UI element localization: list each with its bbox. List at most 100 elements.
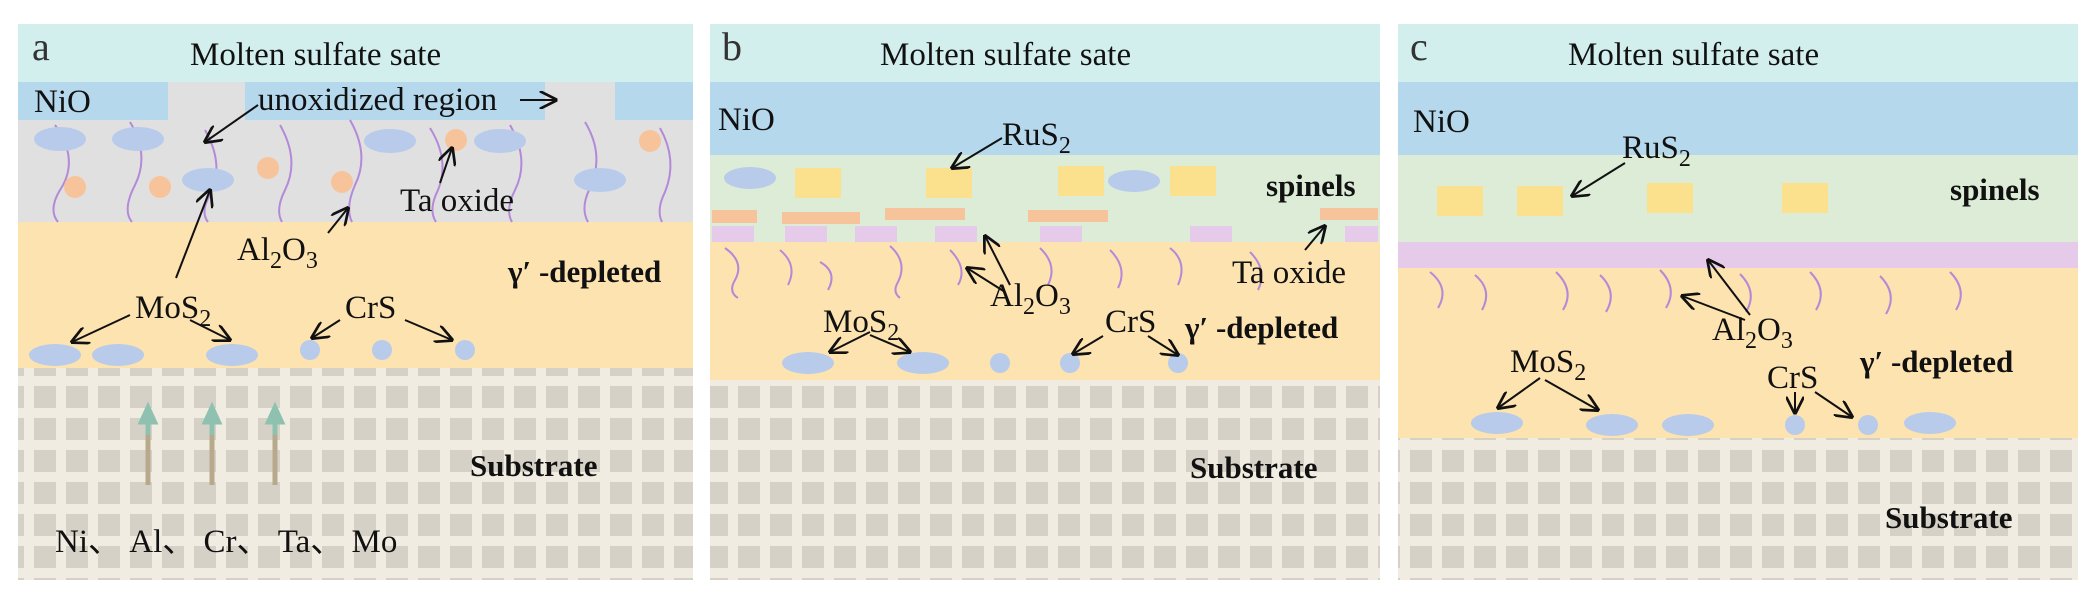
rus2-label: RuS2 xyxy=(1002,117,1071,159)
depleted-label: γ′ -depleted xyxy=(1859,344,2013,379)
molten-salt-label: Molten sulfate sate xyxy=(880,37,1131,73)
al2o3-fibers xyxy=(1429,269,1962,315)
rus2-particles xyxy=(795,166,1216,198)
al2o3-fibers xyxy=(724,245,1263,299)
diffusion-arrows xyxy=(137,401,286,485)
sulfide-particle xyxy=(782,352,834,374)
panel-letter: a xyxy=(32,24,50,69)
spinels-label: spinels xyxy=(1950,172,2040,207)
annotation-arrows xyxy=(1498,162,1852,417)
sulfide-particle xyxy=(206,344,258,366)
panel-b: b Molten sulfate sate NiO RuS2 spinels T… xyxy=(710,24,1380,580)
panel-letter: c xyxy=(1410,24,1428,69)
molten-salt-layer xyxy=(1398,24,2078,82)
molten-salt-layer xyxy=(18,24,693,82)
sulfide-particle xyxy=(112,127,164,151)
substrate-label: Substrate xyxy=(470,448,597,483)
nio-layer xyxy=(245,82,545,120)
spinels-label: spinels xyxy=(1266,168,1356,203)
sulfide-particle xyxy=(574,168,626,192)
ta-oxide-label: Ta oxide xyxy=(400,183,514,219)
spinel-layer xyxy=(1398,155,2078,242)
rus2-label: RuS2 xyxy=(1622,130,1691,172)
ta-oxide-bars xyxy=(712,208,1378,224)
sulfide-particle xyxy=(92,344,144,366)
sulfide-particle xyxy=(1108,170,1160,192)
nio-label: NiO xyxy=(34,84,91,120)
inner-oxide-layer xyxy=(1398,242,2078,268)
ta-oxide-label: Ta oxide xyxy=(1232,255,1346,291)
annotation-arrows xyxy=(830,137,1325,355)
rus2-particle xyxy=(1647,183,1693,213)
crs-particle xyxy=(1858,415,1878,435)
ta-oxide-spots xyxy=(64,129,661,198)
ta-oxide-spot xyxy=(445,129,467,151)
depleted-layer xyxy=(18,222,693,368)
rus2-particle xyxy=(1517,186,1563,216)
substrate-label: Substrate xyxy=(1885,500,2012,535)
mos2-label: MoS2 xyxy=(823,304,899,346)
sulfide-particle xyxy=(34,127,86,151)
sulfide-particle xyxy=(724,167,776,189)
crs-particle xyxy=(372,340,392,360)
mos2-label: MoS2 xyxy=(135,290,211,332)
crs-label: CrS xyxy=(1105,304,1156,340)
nio-label: NiO xyxy=(718,102,775,138)
nio-layer xyxy=(1398,82,2078,155)
molten-salt-label: Molten sulfate sate xyxy=(1568,37,1819,73)
sulfide-particle xyxy=(364,129,416,153)
rus2-particle xyxy=(1170,166,1216,196)
crs-particle xyxy=(1168,353,1188,373)
sulfide-particle xyxy=(1471,412,1523,434)
substrate-layer xyxy=(18,368,693,580)
sulfide-particle xyxy=(897,352,949,374)
depleted-label: γ′ -depleted xyxy=(1184,310,1338,345)
substrate-layer xyxy=(1398,438,2078,580)
rus2-particle xyxy=(1437,186,1483,216)
depleted-label: γ′ -depleted xyxy=(507,254,661,289)
al2o3-label: Al2O3 xyxy=(1712,312,1793,354)
nio-layer xyxy=(18,82,168,120)
sulfide-particle xyxy=(182,168,234,192)
sulfide-particles xyxy=(724,167,1188,374)
substrate-layer xyxy=(710,380,1380,580)
rus2-particle xyxy=(1782,183,1828,213)
sulfide-particles xyxy=(29,127,626,366)
sulfide-particle xyxy=(1586,414,1638,436)
crs-particle xyxy=(1060,353,1080,373)
al2o3-label: Al2O3 xyxy=(990,278,1071,320)
crs-particle xyxy=(300,340,320,360)
rus2-particle xyxy=(1058,166,1104,196)
substrate-label: Substrate xyxy=(1190,450,1317,485)
molten-salt-label: Molten sulfate sate xyxy=(190,37,441,73)
crs-particle xyxy=(455,340,475,360)
crs-label: CrS xyxy=(345,290,396,326)
panel-letter: b xyxy=(722,24,742,69)
sulfide-particle xyxy=(1662,414,1714,436)
ta-oxide-spot xyxy=(257,157,279,179)
ta-oxide-spot xyxy=(331,171,353,193)
ta-oxide-spot xyxy=(639,130,661,152)
ta-oxide-spot xyxy=(149,176,171,198)
sulfide-particle xyxy=(474,129,526,153)
sulfide-particles xyxy=(1471,412,1956,436)
elements-label: Ni、 Al、 Cr、 Ta、 Mo xyxy=(55,524,397,560)
sulfide-particle xyxy=(1904,412,1956,434)
nio-layer xyxy=(615,82,693,120)
sulfide-particle xyxy=(29,344,81,366)
molten-salt-layer xyxy=(710,24,1380,82)
ta-oxide-spot xyxy=(64,176,86,198)
mos2-label: MoS2 xyxy=(1510,344,1586,386)
inner-oxide-segments xyxy=(712,226,1378,242)
rus2-particle xyxy=(926,168,972,198)
crs-particle xyxy=(1785,415,1805,435)
unoxidized-label: unoxidized region xyxy=(258,82,497,118)
crs-particle xyxy=(990,353,1010,373)
nio-layer xyxy=(710,82,1380,155)
rus2-particles xyxy=(1437,183,1828,216)
panel-c: c Molten sulfate sate NiO RuS2 spinels A… xyxy=(1398,24,2078,580)
annotation-arrows xyxy=(72,100,556,342)
al2o3-label: Al2O3 xyxy=(237,232,318,274)
rus2-particle xyxy=(795,168,841,198)
